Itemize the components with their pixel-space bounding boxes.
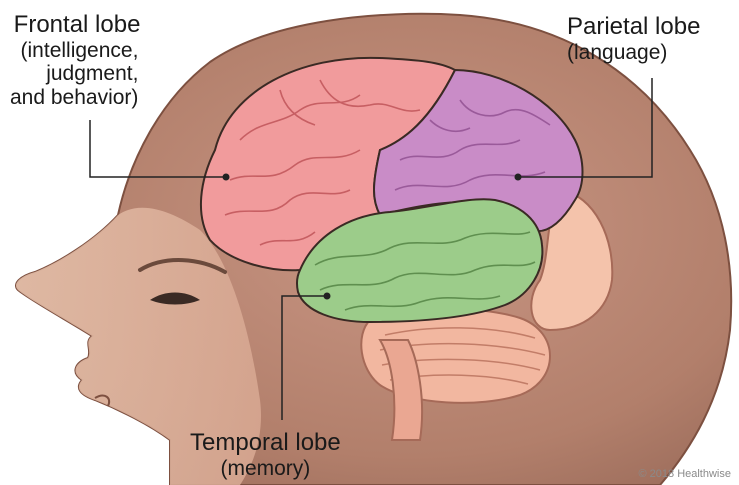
frontal-lobe-title: Frontal lobe — [10, 12, 140, 39]
frontal-lobe-desc-2: judgment, — [10, 62, 138, 86]
parietal-lobe-label: Parietal lobe (language) — [567, 14, 700, 64]
parietal-lobe-desc: (language) — [567, 41, 700, 65]
frontal-dot — [223, 174, 230, 181]
frontal-lobe-desc-3: and behavior) — [10, 86, 138, 110]
temporal-lobe-title: Temporal lobe — [190, 430, 341, 457]
temporal-lobe-label: Temporal lobe (memory) — [190, 430, 341, 480]
frontal-lobe-desc-1: (intelligence, — [10, 39, 138, 63]
parietal-lobe-title: Parietal lobe — [567, 14, 700, 41]
frontal-lobe-label: Frontal lobe (intelligence, judgment, an… — [10, 12, 140, 109]
temporal-dot — [324, 293, 331, 300]
temporal-lobe-desc: (memory) — [190, 457, 341, 481]
copyright-notice: © 2018 Healthwise — [639, 468, 732, 480]
parietal-dot — [515, 174, 522, 181]
